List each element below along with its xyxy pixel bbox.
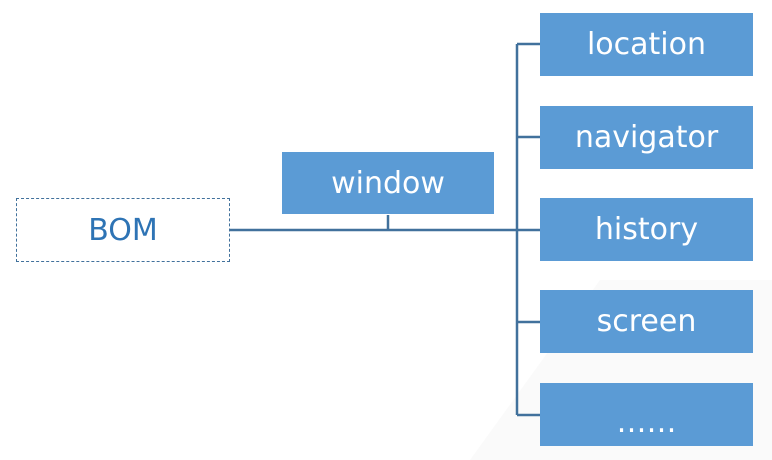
more-label: …… [616,405,677,440]
bom-root-label: BOM [88,212,158,248]
screen-node: screen [540,290,753,353]
navigator-node: navigator [540,106,753,169]
navigator-label: navigator [574,120,719,155]
screen-label: screen [596,304,697,339]
bom-root-node: BOM [16,198,230,262]
connectors [230,42,540,417]
window-node: window [282,152,494,214]
more-node: …… [540,383,753,446]
location-node: location [540,13,753,76]
history-label: history [594,212,699,247]
window-label: window [331,165,445,201]
history-node: history [540,198,753,261]
location-label: location [586,27,707,62]
